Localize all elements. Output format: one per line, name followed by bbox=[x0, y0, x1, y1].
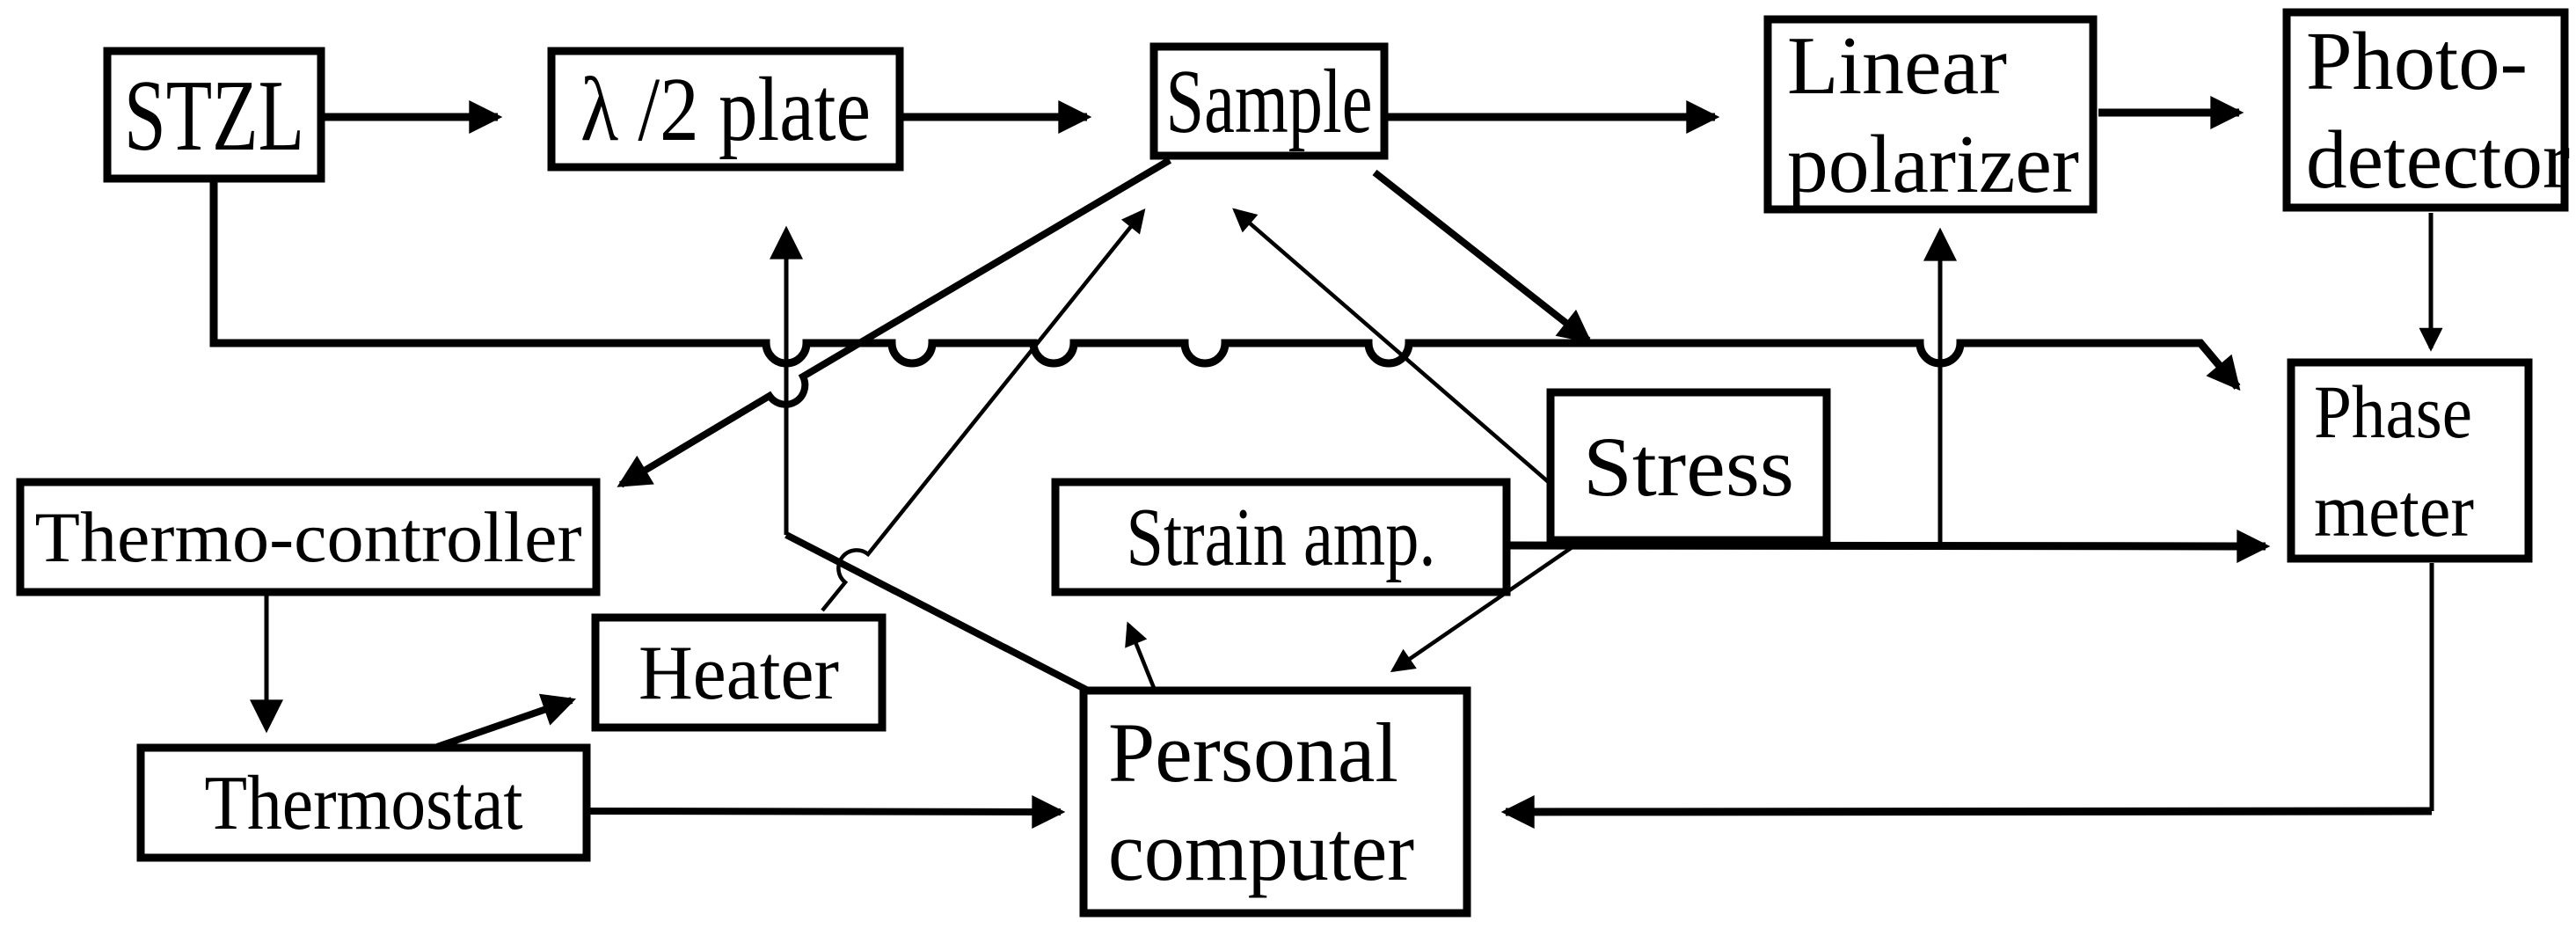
node-stzl: STZL bbox=[103, 47, 325, 183]
node-strain-amp: Strain amp. bbox=[1051, 478, 1511, 596]
node-box-strain-amp bbox=[1051, 478, 1511, 596]
node-box-sample bbox=[1149, 42, 1389, 160]
node-half-wave-plate: λ /2 plate bbox=[547, 47, 904, 172]
node-box-linear-polarizer bbox=[1763, 15, 2098, 214]
edge-thermostat-to-personal-computer bbox=[586, 794, 1066, 829]
node-box-heater bbox=[591, 613, 887, 732]
node-sample: Sample bbox=[1149, 42, 1389, 160]
edge-stress-to-sample bbox=[1232, 208, 1552, 486]
node-box-stzl bbox=[103, 47, 325, 183]
node-label-thermostat: Thermostat bbox=[205, 761, 523, 846]
node-label-sample: Sample bbox=[1166, 51, 1373, 152]
edge-heater-to-sample bbox=[821, 208, 1146, 612]
node-phase-meter: Phase meter bbox=[2287, 358, 2533, 563]
node-thermostat: Thermostat bbox=[136, 743, 591, 862]
node-label-half-wave-plate: λ /2 plate bbox=[580, 59, 871, 160]
node-box-photo-detector bbox=[2282, 8, 2569, 212]
node-label-strain-amp: Strain amp. bbox=[1127, 492, 1436, 583]
node-label-thermo-controller: Thermo-controller bbox=[35, 497, 582, 577]
node-label-phase-meter: Phase bbox=[2314, 369, 2472, 454]
edge-thermostat-to-heater bbox=[435, 693, 577, 750]
node-box-personal-computer bbox=[1079, 686, 1471, 918]
edge-stzl-reference-to-phase-meter bbox=[209, 179, 2241, 391]
node-label-linear-polarizer: Linear bbox=[1787, 20, 2007, 112]
edge-strain-amp-to-phase-meter bbox=[1506, 529, 2271, 563]
edge-sample-to-reference-line bbox=[1372, 169, 1593, 344]
node-photo-detector: Photo-detector bbox=[2282, 8, 2570, 212]
node-box-thermostat bbox=[136, 743, 591, 862]
node-label-stress: Stress bbox=[1583, 420, 1794, 514]
node-box-phase-meter bbox=[2287, 358, 2533, 563]
node-label-personal-computer: Personal bbox=[1108, 706, 1398, 800]
node-label-photo-detector: detector bbox=[2306, 114, 2570, 206]
edges-layer bbox=[209, 96, 2443, 829]
edge-personal-computer-to-strain-amp bbox=[1125, 621, 1157, 689]
edge-personal-computer-to-half-wave-diagonal bbox=[784, 531, 1095, 697]
node-label-linear-polarizer: polarizer bbox=[1787, 119, 2079, 210]
edge-sample-to-thermo-controller bbox=[617, 157, 1172, 488]
node-label-stzl: STZL bbox=[124, 60, 304, 172]
node-label-personal-computer: computer bbox=[1108, 804, 1414, 898]
node-stress: Stress bbox=[1546, 388, 1831, 545]
node-label-phase-meter: meter bbox=[2314, 468, 2474, 552]
node-box-stress bbox=[1546, 388, 1831, 545]
edge-stress-to-personal-computer bbox=[1390, 541, 1580, 673]
edge-phase-meter-to-personal-computer bbox=[1500, 794, 2433, 829]
node-label-heater: Heater bbox=[639, 631, 839, 716]
node-box-half-wave-plate bbox=[547, 47, 904, 172]
node-heater: Heater bbox=[591, 613, 887, 732]
node-box-thermo-controller bbox=[16, 478, 601, 596]
node-thermo-controller: Thermo-controller bbox=[16, 478, 601, 596]
node-label-photo-detector: Photo- bbox=[2306, 16, 2528, 107]
